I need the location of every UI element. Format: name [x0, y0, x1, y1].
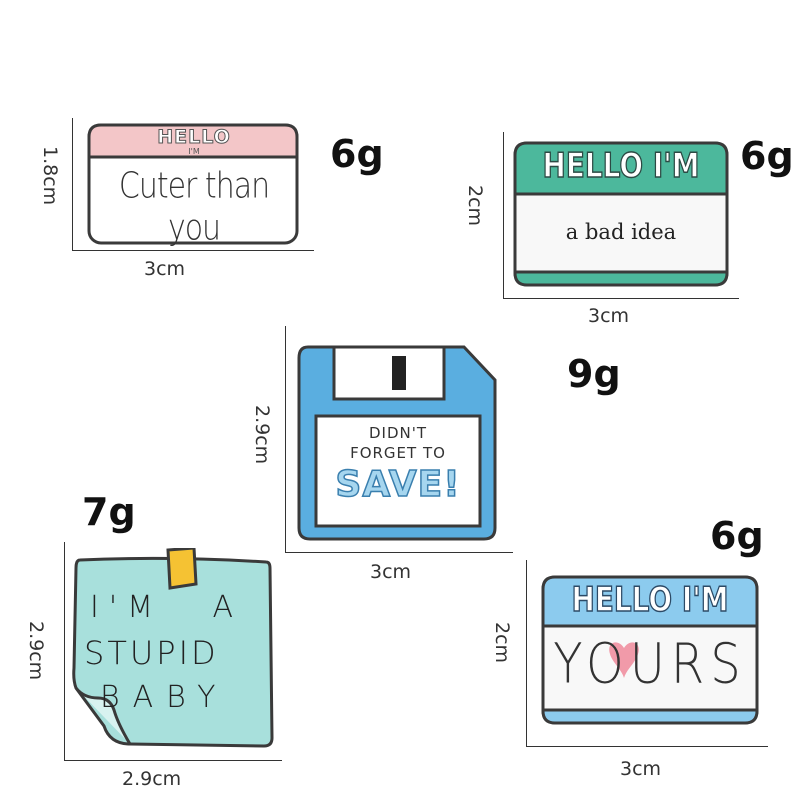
body-text: a bad idea: [565, 220, 677, 244]
weight-label: 6g: [710, 514, 764, 558]
body-text: YOURS: [553, 631, 747, 697]
sticky-note-pin: [72, 548, 274, 748]
name-tag-pin: [513, 141, 729, 287]
width-label: 3cm: [370, 561, 412, 583]
height-label: 2.9cm: [251, 405, 273, 465]
height-label: 1.8cm: [39, 146, 61, 206]
body-text: Cuter than you: [118, 165, 270, 249]
floppy-label: [314, 414, 482, 528]
header-text: HELLO I'M: [542, 145, 700, 187]
weight-label: 7g: [82, 490, 136, 534]
floppy-shutter: [332, 345, 446, 401]
pin-header-band: [513, 141, 729, 196]
sub-text: I'M: [188, 147, 200, 156]
width-ruler: [285, 552, 513, 553]
width-ruler: [64, 760, 282, 761]
weight-label: 6g: [740, 134, 794, 178]
header-text: HELLO I'M: [571, 579, 729, 621]
line-2: STUPID: [84, 634, 219, 672]
name-tag-pin: [87, 123, 299, 245]
height-label: 2cm: [464, 185, 486, 227]
heart-icon: [609, 642, 639, 678]
height-ruler: [72, 118, 73, 250]
height-label: 2.9cm: [25, 621, 47, 681]
width-ruler: [72, 250, 314, 251]
sticky-note-body: [72, 556, 274, 748]
header-text: HELLO: [157, 126, 231, 149]
line-1: I'M A: [90, 590, 244, 625]
sticky-note-curl: [74, 687, 132, 745]
floppy-disk-pin: [297, 345, 497, 541]
width-ruler: [503, 298, 739, 299]
width-label: 3cm: [588, 305, 630, 327]
height-ruler: [526, 560, 527, 746]
pin-footer-band: [513, 270, 729, 287]
pin-header-band: [87, 123, 299, 159]
line-3: SAVE!: [335, 463, 461, 506]
line-2: FORGET TO: [350, 444, 446, 462]
height-ruler: [64, 542, 65, 760]
height-ruler: [285, 326, 286, 552]
width-label: 3cm: [620, 758, 662, 780]
width-label: 3cm: [144, 258, 186, 280]
pin-header-band: [541, 575, 759, 628]
weight-label: 6g: [330, 132, 384, 176]
name-tag-pin: [541, 575, 759, 725]
floppy-shutter-slot: [392, 356, 406, 390]
height-label: 2cm: [491, 622, 513, 664]
pin-footer-band: [541, 708, 759, 725]
height-ruler: [503, 132, 504, 298]
weight-label: 9g: [567, 352, 621, 396]
line-3: BABY: [100, 680, 229, 715]
line-1: DIDN'T: [368, 424, 428, 442]
width-label: 2.9cm: [122, 768, 182, 790]
tape-icon: [166, 548, 198, 590]
width-ruler: [526, 746, 768, 747]
